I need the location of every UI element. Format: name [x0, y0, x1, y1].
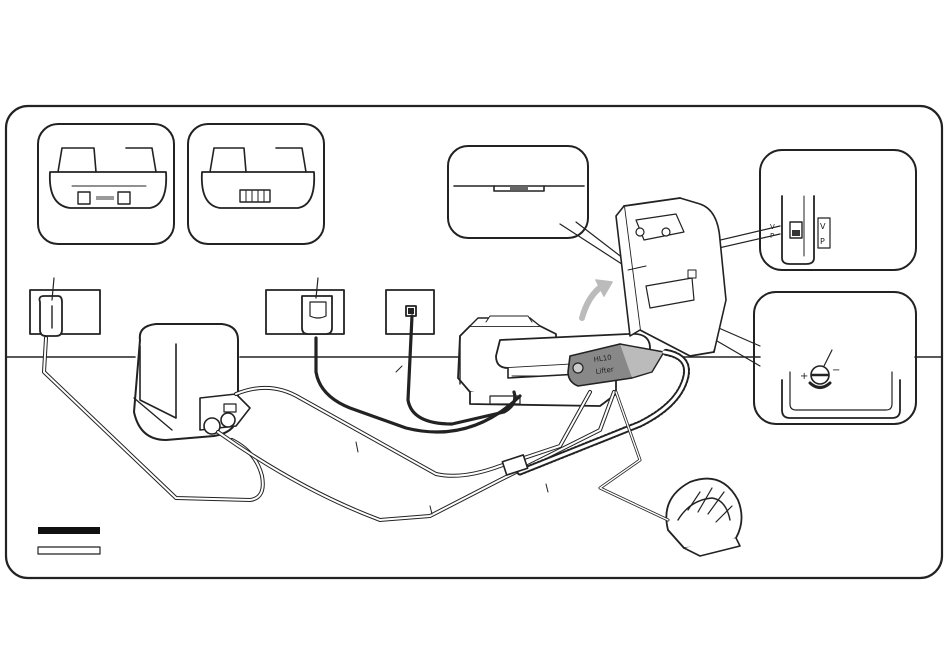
inset-phone-slot: [448, 146, 628, 268]
switch-label-p: P: [820, 237, 825, 246]
charging-base: [134, 324, 250, 440]
wall-jack-outlet: [266, 278, 344, 334]
inset-base-bottom-1: [38, 124, 174, 244]
power-wall-outlet: [30, 278, 100, 336]
headset: [666, 479, 741, 556]
legend-solid-bar: [38, 527, 100, 534]
lift-arrow: [582, 280, 612, 318]
legend-outlined-bar: [38, 547, 100, 554]
phone-back-view: [616, 198, 726, 356]
volume-plus-label: +: [800, 371, 808, 382]
inset-base-bottom-2: [188, 124, 324, 244]
volume-minus-label: −: [832, 365, 840, 376]
switch-label-v: V: [820, 222, 826, 231]
legend: [38, 527, 100, 554]
